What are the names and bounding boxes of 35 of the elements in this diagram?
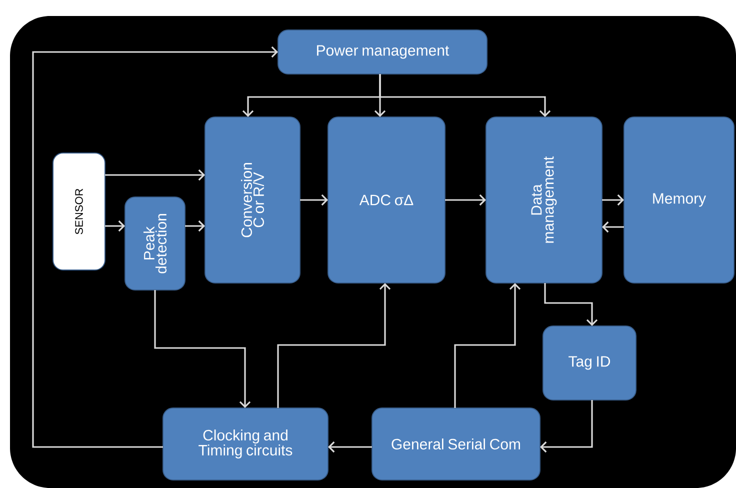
arrow [328,441,372,453]
process-box [124,196,186,290]
process-box [486,116,602,284]
arrow [454,283,521,408]
box-label: Conversion C or R/V [241,163,264,238]
arrow [445,194,486,206]
arrow [185,220,205,232]
process-box [204,116,300,284]
arrow [105,220,125,232]
box-label: General Serial Com [392,438,520,450]
box-label: Peak detection [144,214,166,274]
arrow [32,46,278,448]
box-label: Data management [531,156,557,243]
box-label: Clocking and Timing circuits [198,430,292,458]
arrow [277,283,391,408]
box-label: ADC σΔ [359,194,414,206]
arrow [602,221,624,233]
box-label: Power management [317,45,450,59]
arrow [602,194,624,206]
sensor-box [52,152,106,270]
process-box [372,408,540,480]
box-label: SENSOR [75,188,83,234]
process-box [542,326,636,400]
arrow [379,74,551,117]
process-box [624,116,734,284]
box-label: Tag ID [568,356,610,370]
arrow [300,194,328,206]
arrow [105,169,205,181]
arrow [154,290,251,408]
process-box [278,30,488,74]
process-box [328,116,446,284]
process-box [162,408,328,480]
arrow [540,400,593,453]
box-label: Memory [653,193,706,207]
arrow [544,283,598,326]
